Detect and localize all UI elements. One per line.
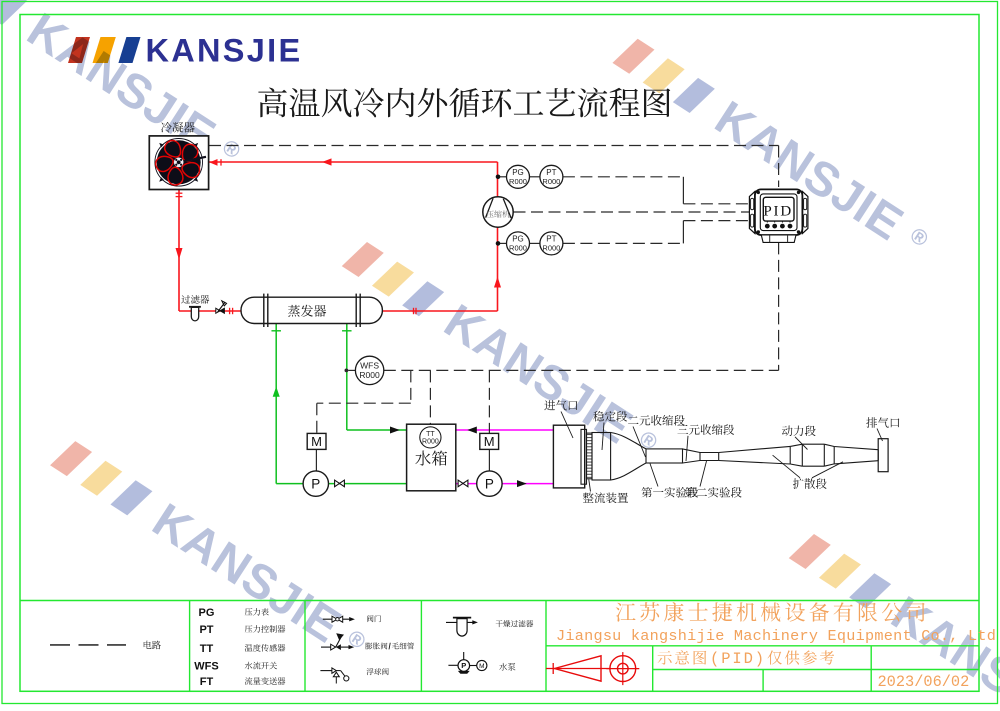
svg-text:PT: PT xyxy=(546,235,556,244)
svg-text:P: P xyxy=(311,476,320,491)
svg-text:PG: PG xyxy=(199,607,215,619)
svg-text:FT: FT xyxy=(200,676,214,688)
svg-text:R000: R000 xyxy=(422,439,439,446)
svg-text:R000: R000 xyxy=(359,370,380,380)
svg-text:PID: PID xyxy=(763,204,793,220)
svg-text:PT: PT xyxy=(199,624,213,636)
svg-text:WFS: WFS xyxy=(360,360,379,370)
svg-text:2023/06/02: 2023/06/02 xyxy=(878,673,970,691)
svg-text:R000: R000 xyxy=(509,177,527,186)
svg-text:M: M xyxy=(311,434,322,449)
svg-text:R000: R000 xyxy=(542,177,560,186)
svg-text:Jiangsu kangshijie Machinery E: Jiangsu kangshijie Machinery Equipment C… xyxy=(556,627,996,645)
svg-text:R000: R000 xyxy=(509,244,527,253)
svg-text:PT: PT xyxy=(546,168,556,177)
svg-text:M: M xyxy=(484,434,495,449)
svg-text:P: P xyxy=(485,476,494,491)
svg-text:PG: PG xyxy=(512,235,524,244)
svg-text:R000: R000 xyxy=(542,244,560,253)
svg-text:TT: TT xyxy=(426,431,435,438)
svg-text:TT: TT xyxy=(200,643,214,655)
svg-text:PG: PG xyxy=(512,168,524,177)
svg-text:P: P xyxy=(461,661,466,670)
svg-text:KANSJIE: KANSJIE xyxy=(146,33,303,69)
svg-text:(PID): (PID) xyxy=(710,650,766,668)
svg-text:M: M xyxy=(479,663,484,670)
svg-text:WFS: WFS xyxy=(194,661,218,673)
